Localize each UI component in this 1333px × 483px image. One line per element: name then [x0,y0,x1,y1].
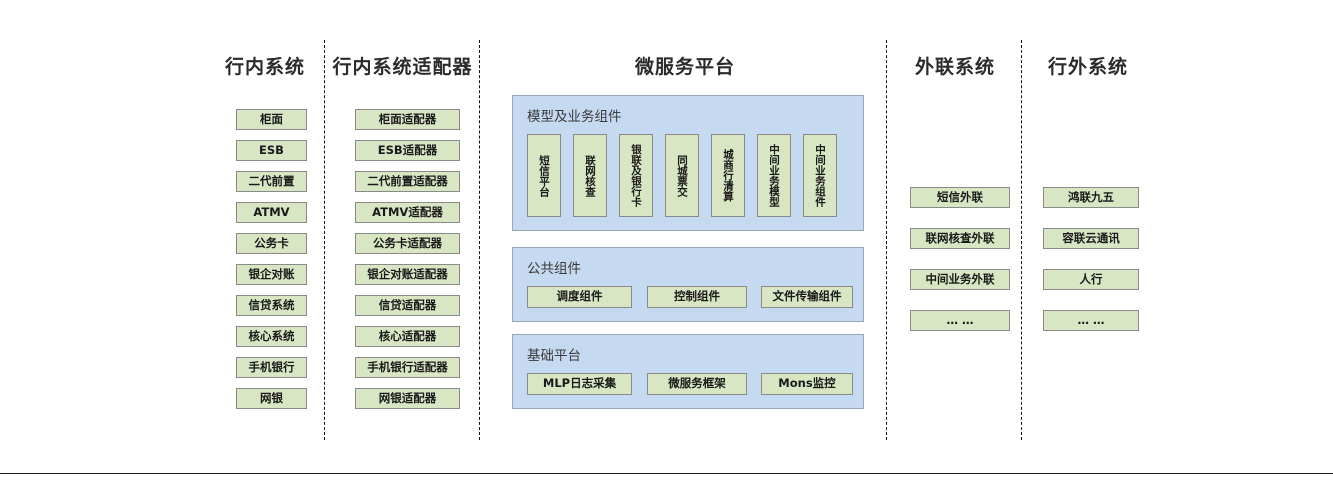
node-external-link-system[interactable]: 短信外联 [910,187,1010,208]
panel-base-platform: 基础平台 MLP日志采集 微服务框架 Mons监控 [512,334,864,409]
node-model-component[interactable]: 城商行清算 [711,134,745,217]
node-in-bank-adapter[interactable]: ATMV适配器 [355,202,460,223]
column-header-in-bank-systems: 行内系统 [224,56,305,78]
stack-off-bank-systems: 鸿联九五 容联云通讯 人行 … … [1043,187,1139,341]
column-divider-1 [324,40,325,440]
node-in-bank-system[interactable]: 网银 [236,388,307,409]
node-model-component[interactable]: 短信平台 [527,134,561,217]
node-base-platform-component[interactable]: Mons监控 [761,373,853,395]
panel-title-base-platform: 基础平台 [527,348,581,364]
panel-title-public-components: 公共组件 [527,261,581,277]
column-header-external-link-systems: 外联系统 [914,56,995,78]
node-in-bank-system[interactable]: ESB [236,140,307,161]
node-in-bank-system[interactable]: 信贷系统 [236,295,307,316]
node-in-bank-adapter[interactable]: 网银适配器 [355,388,460,409]
column-header-microservice-platform: 微服务平台 [634,56,735,78]
panel-public-components: 公共组件 调度组件 控制组件 文件传输组件 [512,247,864,322]
column-divider-3 [886,40,887,440]
column-divider-2 [479,40,480,440]
panel-model-business-components: 模型及业务组件 短信平台 联网核查 银联及银行卡 同城票交 城商行清算 中间业务… [512,95,864,231]
node-public-component[interactable]: 调度组件 [527,286,632,308]
node-in-bank-system[interactable]: 二代前置 [236,171,307,192]
node-base-platform-component[interactable]: 微服务框架 [647,373,747,395]
node-off-bank-system[interactable]: 人行 [1043,269,1139,290]
node-model-component[interactable]: 同城票交 [665,134,699,217]
stack-in-bank-systems: 柜面 ESB 二代前置 ATMV 公务卡 银企对账 信贷系统 核心系统 手机银行… [236,109,307,419]
node-model-component[interactable]: 银联及银行卡 [619,134,653,217]
stack-external-link-systems: 短信外联 联网核查外联 中间业务外联 … … [910,187,1010,341]
node-external-link-system[interactable]: 联网核查外联 [910,228,1010,249]
node-in-bank-adapter[interactable]: 手机银行适配器 [355,357,460,378]
node-external-link-system[interactable]: … … [910,310,1010,331]
node-base-platform-component[interactable]: MLP日志采集 [527,373,632,395]
node-off-bank-system[interactable]: 容联云通讯 [1043,228,1139,249]
node-in-bank-adapter[interactable]: 公务卡适配器 [355,233,460,254]
panel-title-model-business-components: 模型及业务组件 [527,109,622,125]
node-in-bank-adapter[interactable]: ESB适配器 [355,140,460,161]
node-public-component[interactable]: 控制组件 [647,286,747,308]
column-header-in-bank-adapters: 行内系统适配器 [332,56,473,78]
node-in-bank-system[interactable]: 手机银行 [236,357,307,378]
node-in-bank-system[interactable]: 核心系统 [236,326,307,347]
bottom-rule [0,473,1333,474]
node-in-bank-adapter[interactable]: 二代前置适配器 [355,171,460,192]
column-header-off-bank-systems: 行外系统 [1047,56,1128,78]
node-external-link-system[interactable]: 中间业务外联 [910,269,1010,290]
node-model-component[interactable]: 中间业务组件 [803,134,837,217]
node-model-component[interactable]: 联网核查 [573,134,607,217]
node-in-bank-system[interactable]: 公务卡 [236,233,307,254]
node-in-bank-adapter[interactable]: 银企对账适配器 [355,264,460,285]
node-model-component[interactable]: 中间业务模型 [757,134,791,217]
node-in-bank-adapter[interactable]: 柜面适配器 [355,109,460,130]
column-divider-4 [1021,40,1022,440]
node-public-component[interactable]: 文件传输组件 [761,286,853,308]
node-in-bank-adapter[interactable]: 核心适配器 [355,326,460,347]
node-in-bank-system[interactable]: 柜面 [236,109,307,130]
node-off-bank-system[interactable]: 鸿联九五 [1043,187,1139,208]
stack-in-bank-adapters: 柜面适配器 ESB适配器 二代前置适配器 ATMV适配器 公务卡适配器 银企对账… [355,109,460,419]
node-in-bank-system[interactable]: 银企对账 [236,264,307,285]
node-in-bank-system[interactable]: ATMV [236,202,307,223]
node-in-bank-adapter[interactable]: 信贷适配器 [355,295,460,316]
node-off-bank-system[interactable]: … … [1043,310,1139,331]
